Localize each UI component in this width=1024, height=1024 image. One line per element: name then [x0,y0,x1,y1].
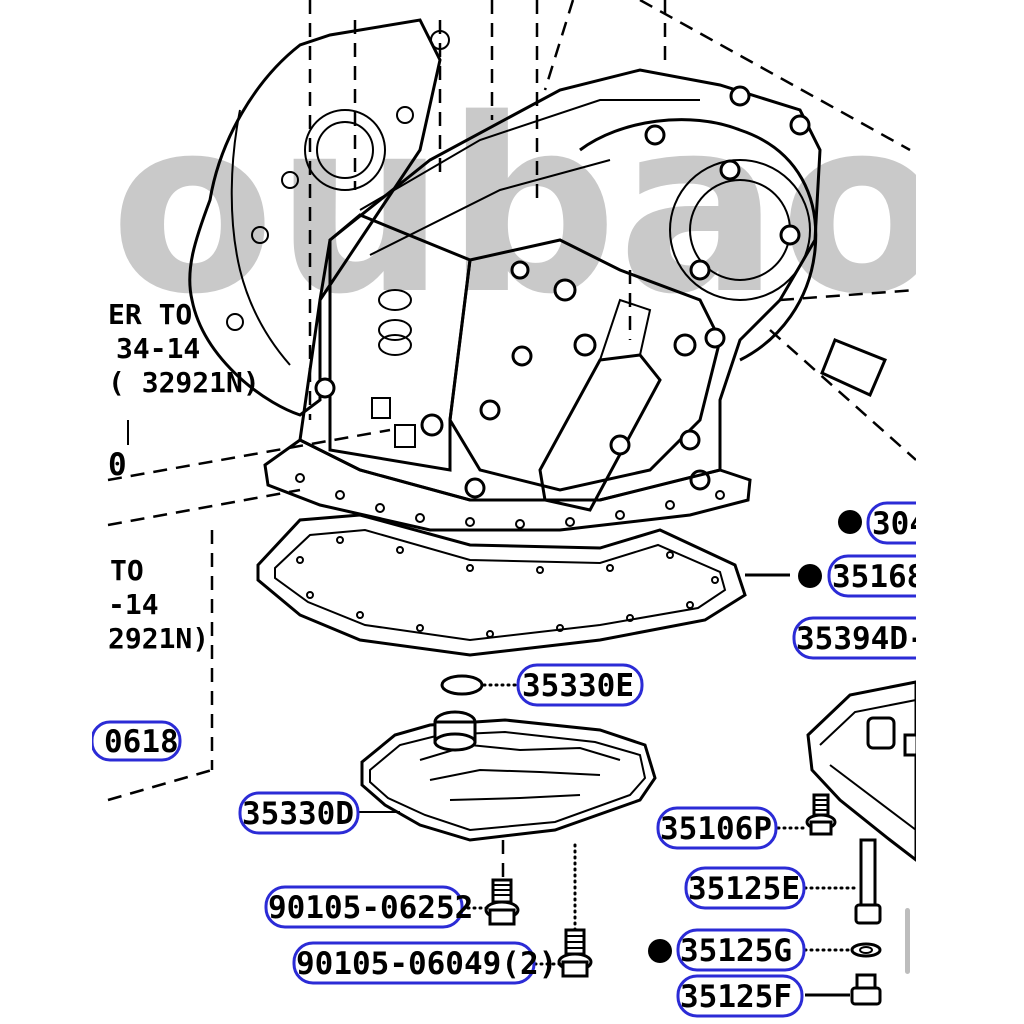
assembly-guide-lines [107,0,917,932]
svg-text:35125G: 35125G [680,933,792,969]
note2-line1: TO [110,554,144,587]
partial-code: 0 [108,447,127,483]
oil-pan-partial [806,680,919,864]
svg-text:35106P: 35106P [660,811,772,847]
left-note-2: TO -14 2921N) [108,554,209,655]
callout-35125E[interactable]: 35125E [684,866,806,910]
case-bolts [464,85,811,499]
o-ring [440,674,484,696]
oil-pan-gasket [256,513,747,657]
callout-35330E[interactable]: 35330E [516,663,644,707]
svg-text:35125E: 35125E [688,871,800,907]
new-part-marker [838,510,862,534]
callout-35106P[interactable]: 35106P [656,806,778,850]
left-note-1: ER TO 34-14 ( 32921N) [108,298,260,399]
new-part-marker [798,564,822,588]
note2-line3: 2921N) [108,622,209,655]
svg-text:35394D-: 35394D- [796,621,927,657]
gasket-holes [296,536,719,638]
crop-margin-right [916,0,1024,1024]
strainer-bolt-a [484,878,520,926]
callout-35394D[interactable]: 35394D- [792,616,946,660]
transmission-case [188,18,887,532]
flange-holes [295,473,725,529]
note1-line3: ( 32921N) [108,366,260,399]
strainer-bolt-b [557,928,593,978]
svg-text:90105-06252: 90105-06252 [268,890,473,926]
callout-35125G[interactable]: 35125G [676,928,806,972]
scrollbar-thumb[interactable] [905,908,910,974]
callout-35330D[interactable]: 35330D [238,791,360,835]
note1-line1: ER TO [108,298,192,331]
svg-text:35125F: 35125F [680,979,792,1015]
oil-strainer [360,710,657,842]
svg-text:35168: 35168 [832,559,925,595]
callout-35125F[interactable]: 35125F [676,974,804,1018]
svg-text:0618: 0618 [104,724,179,760]
drain-plug [850,973,882,1006]
watermark: oubao.co [110,67,1024,347]
note2-line2: -14 [108,588,159,621]
svg-text:35330D: 35330D [242,796,354,832]
washer [850,942,882,958]
oil-pan-bolt [805,793,837,836]
callout-90105-06049[interactable]: 90105-06049(2) [292,941,557,985]
callout-90105-06252[interactable]: 90105-06252 [264,885,473,929]
new-part-marker [648,939,672,963]
crop-margin-left [0,0,92,1024]
svg-text:90105-06049(2): 90105-06049(2) [296,946,557,982]
note1-line2: 34-14 [116,332,200,365]
svg-text:35330E: 35330E [522,668,634,704]
long-bolt [854,838,882,925]
callout-0618[interactable]: 0618 [90,720,182,762]
